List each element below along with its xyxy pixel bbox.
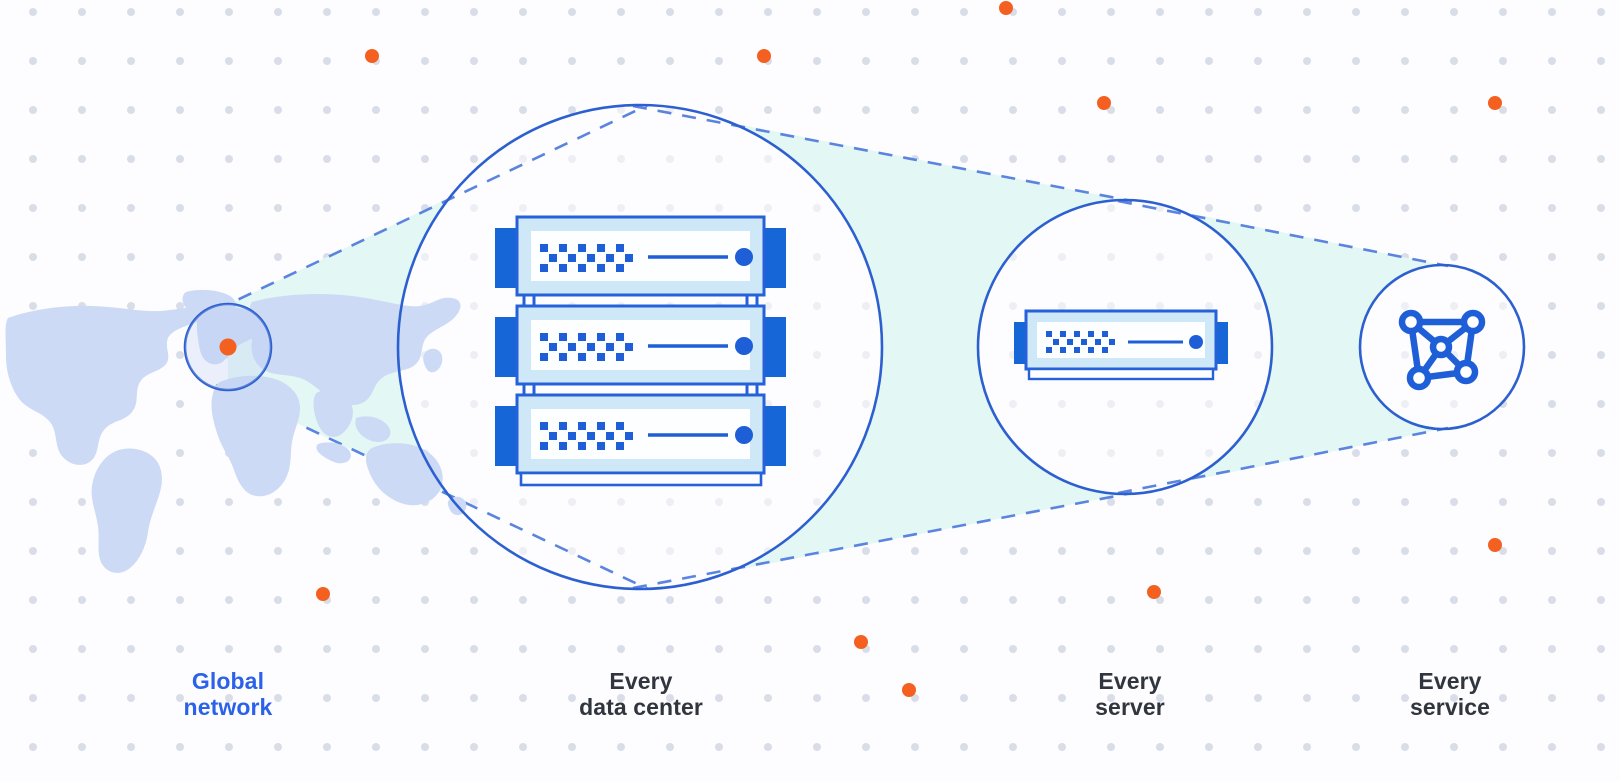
server-circle [976,198,1274,496]
caption-every-service: Every service [1410,668,1490,720]
data-center-circle [396,103,884,591]
server-rack-unit-1 [495,215,786,297]
single-server-base [1027,367,1215,381]
scale-circles [396,103,1526,591]
highlight-dots [316,1,1502,697]
location-pin-marker [219,338,237,356]
server-rack-base [519,471,763,487]
single-server-icon [1014,309,1228,381]
caption-every-data-center: Every data center [579,668,703,720]
server-rack-icon [495,215,786,487]
caption-global-network: Global network [183,668,273,720]
world-map [5,289,467,573]
server-rack-unit-2 [495,304,786,386]
service-circle [1358,263,1526,431]
caption-every-server: Every server [1095,668,1165,720]
server-rack-unit-3 [495,393,786,475]
network-mesh-nodes [1398,309,1486,391]
